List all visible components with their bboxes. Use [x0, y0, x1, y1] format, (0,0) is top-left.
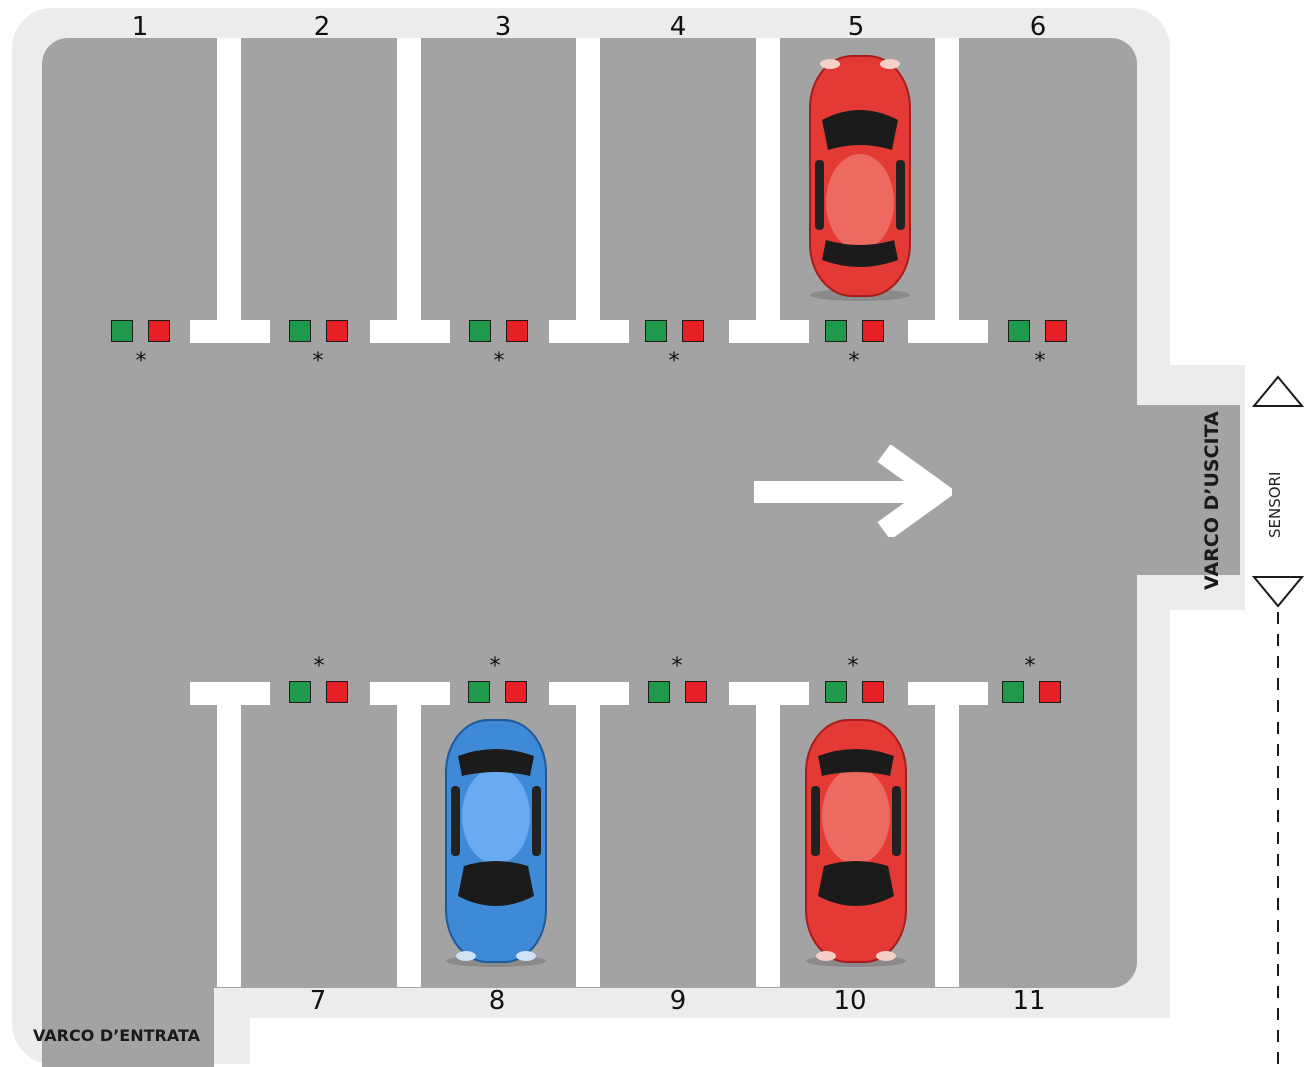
- free-indicator-light: [1002, 681, 1024, 703]
- top-divider-foot: [370, 320, 450, 343]
- bottom-divider-head: [549, 682, 629, 705]
- sensor-marker: *: [668, 349, 680, 374]
- sensor-marker: *: [1024, 654, 1036, 679]
- sensor-marker: *: [313, 654, 325, 679]
- bottom-divider: [756, 682, 780, 987]
- free-indicator-light: [111, 320, 133, 342]
- spot-number-1: 1: [131, 12, 149, 42]
- occupied-indicator-light: [506, 320, 528, 342]
- occupied-indicator-light: [1039, 681, 1061, 703]
- top-divider: [217, 38, 241, 343]
- parked-car-spot-10: [805, 719, 907, 967]
- top-divider: [756, 38, 780, 343]
- spot-number-7: 7: [309, 986, 327, 1016]
- occupied-indicator-light: [682, 320, 704, 342]
- spot-number-10: 10: [833, 986, 867, 1016]
- occupied-indicator-light: [685, 681, 707, 703]
- top-divider-foot: [908, 320, 988, 343]
- sensor-marker: *: [489, 654, 501, 679]
- parked-car-spot-5: [809, 55, 911, 301]
- exit-gate-label: VARCO D’USCITA: [1201, 411, 1223, 590]
- spot-number-5: 5: [847, 12, 865, 42]
- top-divider-foot: [549, 320, 629, 343]
- lot-right-cut-bottom: [1170, 610, 1240, 1067]
- occupied-indicator-light: [326, 320, 348, 342]
- top-divider-foot: [729, 320, 809, 343]
- free-indicator-light: [289, 320, 311, 342]
- free-indicator-light: [825, 320, 847, 342]
- occupied-indicator-light: [862, 320, 884, 342]
- sensor-dashed-line: [1277, 612, 1279, 1067]
- spot-number-4: 4: [669, 12, 687, 42]
- spot-number-8: 8: [488, 986, 506, 1016]
- occupied-indicator-light: [862, 681, 884, 703]
- free-indicator-light: [645, 320, 667, 342]
- spot-number-11: 11: [1012, 986, 1046, 1016]
- spot-number-3: 3: [494, 12, 512, 42]
- bottom-divider: [576, 682, 600, 987]
- top-divider: [576, 38, 600, 343]
- entry-corner-cut: [250, 1018, 1180, 1067]
- sensor-marker: *: [671, 654, 683, 679]
- sensor-marker: *: [312, 349, 324, 374]
- bottom-divider-head: [729, 682, 809, 705]
- sensor-up-triangle-icon: [1251, 375, 1305, 407]
- asphalt-exit-lane: [1100, 405, 1240, 575]
- bottom-divider-head: [190, 682, 270, 705]
- spot-number-2: 2: [313, 12, 331, 42]
- spot-number-6: 6: [1029, 12, 1047, 42]
- bottom-divider-head: [370, 682, 450, 705]
- bottom-divider: [217, 682, 241, 987]
- occupied-indicator-light: [148, 320, 170, 342]
- sensor-marker: *: [847, 654, 859, 679]
- direction-arrow-icon: [754, 445, 952, 537]
- bottom-divider: [397, 682, 421, 987]
- bottom-divider: [935, 682, 959, 987]
- asphalt-entry-lane: [42, 940, 214, 1067]
- top-divider: [397, 38, 421, 343]
- free-indicator-light: [469, 320, 491, 342]
- free-indicator-light: [468, 681, 490, 703]
- free-indicator-light: [825, 681, 847, 703]
- lot-right-cut: [1170, 0, 1240, 365]
- occupied-indicator-light: [505, 681, 527, 703]
- sensor-marker: *: [848, 349, 860, 374]
- sensor-down-triangle-icon: [1251, 576, 1305, 608]
- sensors-label: SENSORI: [1266, 471, 1284, 538]
- bottom-divider-head: [908, 682, 988, 705]
- spot-number-9: 9: [669, 986, 687, 1016]
- top-divider-foot: [190, 320, 270, 343]
- parked-car-spot-8: [445, 719, 547, 967]
- occupied-indicator-light: [1045, 320, 1067, 342]
- top-divider: [935, 38, 959, 343]
- free-indicator-light: [289, 681, 311, 703]
- sensor-marker: *: [1034, 349, 1046, 374]
- sensor-marker: *: [493, 349, 505, 374]
- free-indicator-light: [1008, 320, 1030, 342]
- free-indicator-light: [648, 681, 670, 703]
- sensor-marker: *: [135, 349, 147, 374]
- occupied-indicator-light: [326, 681, 348, 703]
- entry-gate-label: VARCO D’ENTRATA: [33, 1026, 201, 1045]
